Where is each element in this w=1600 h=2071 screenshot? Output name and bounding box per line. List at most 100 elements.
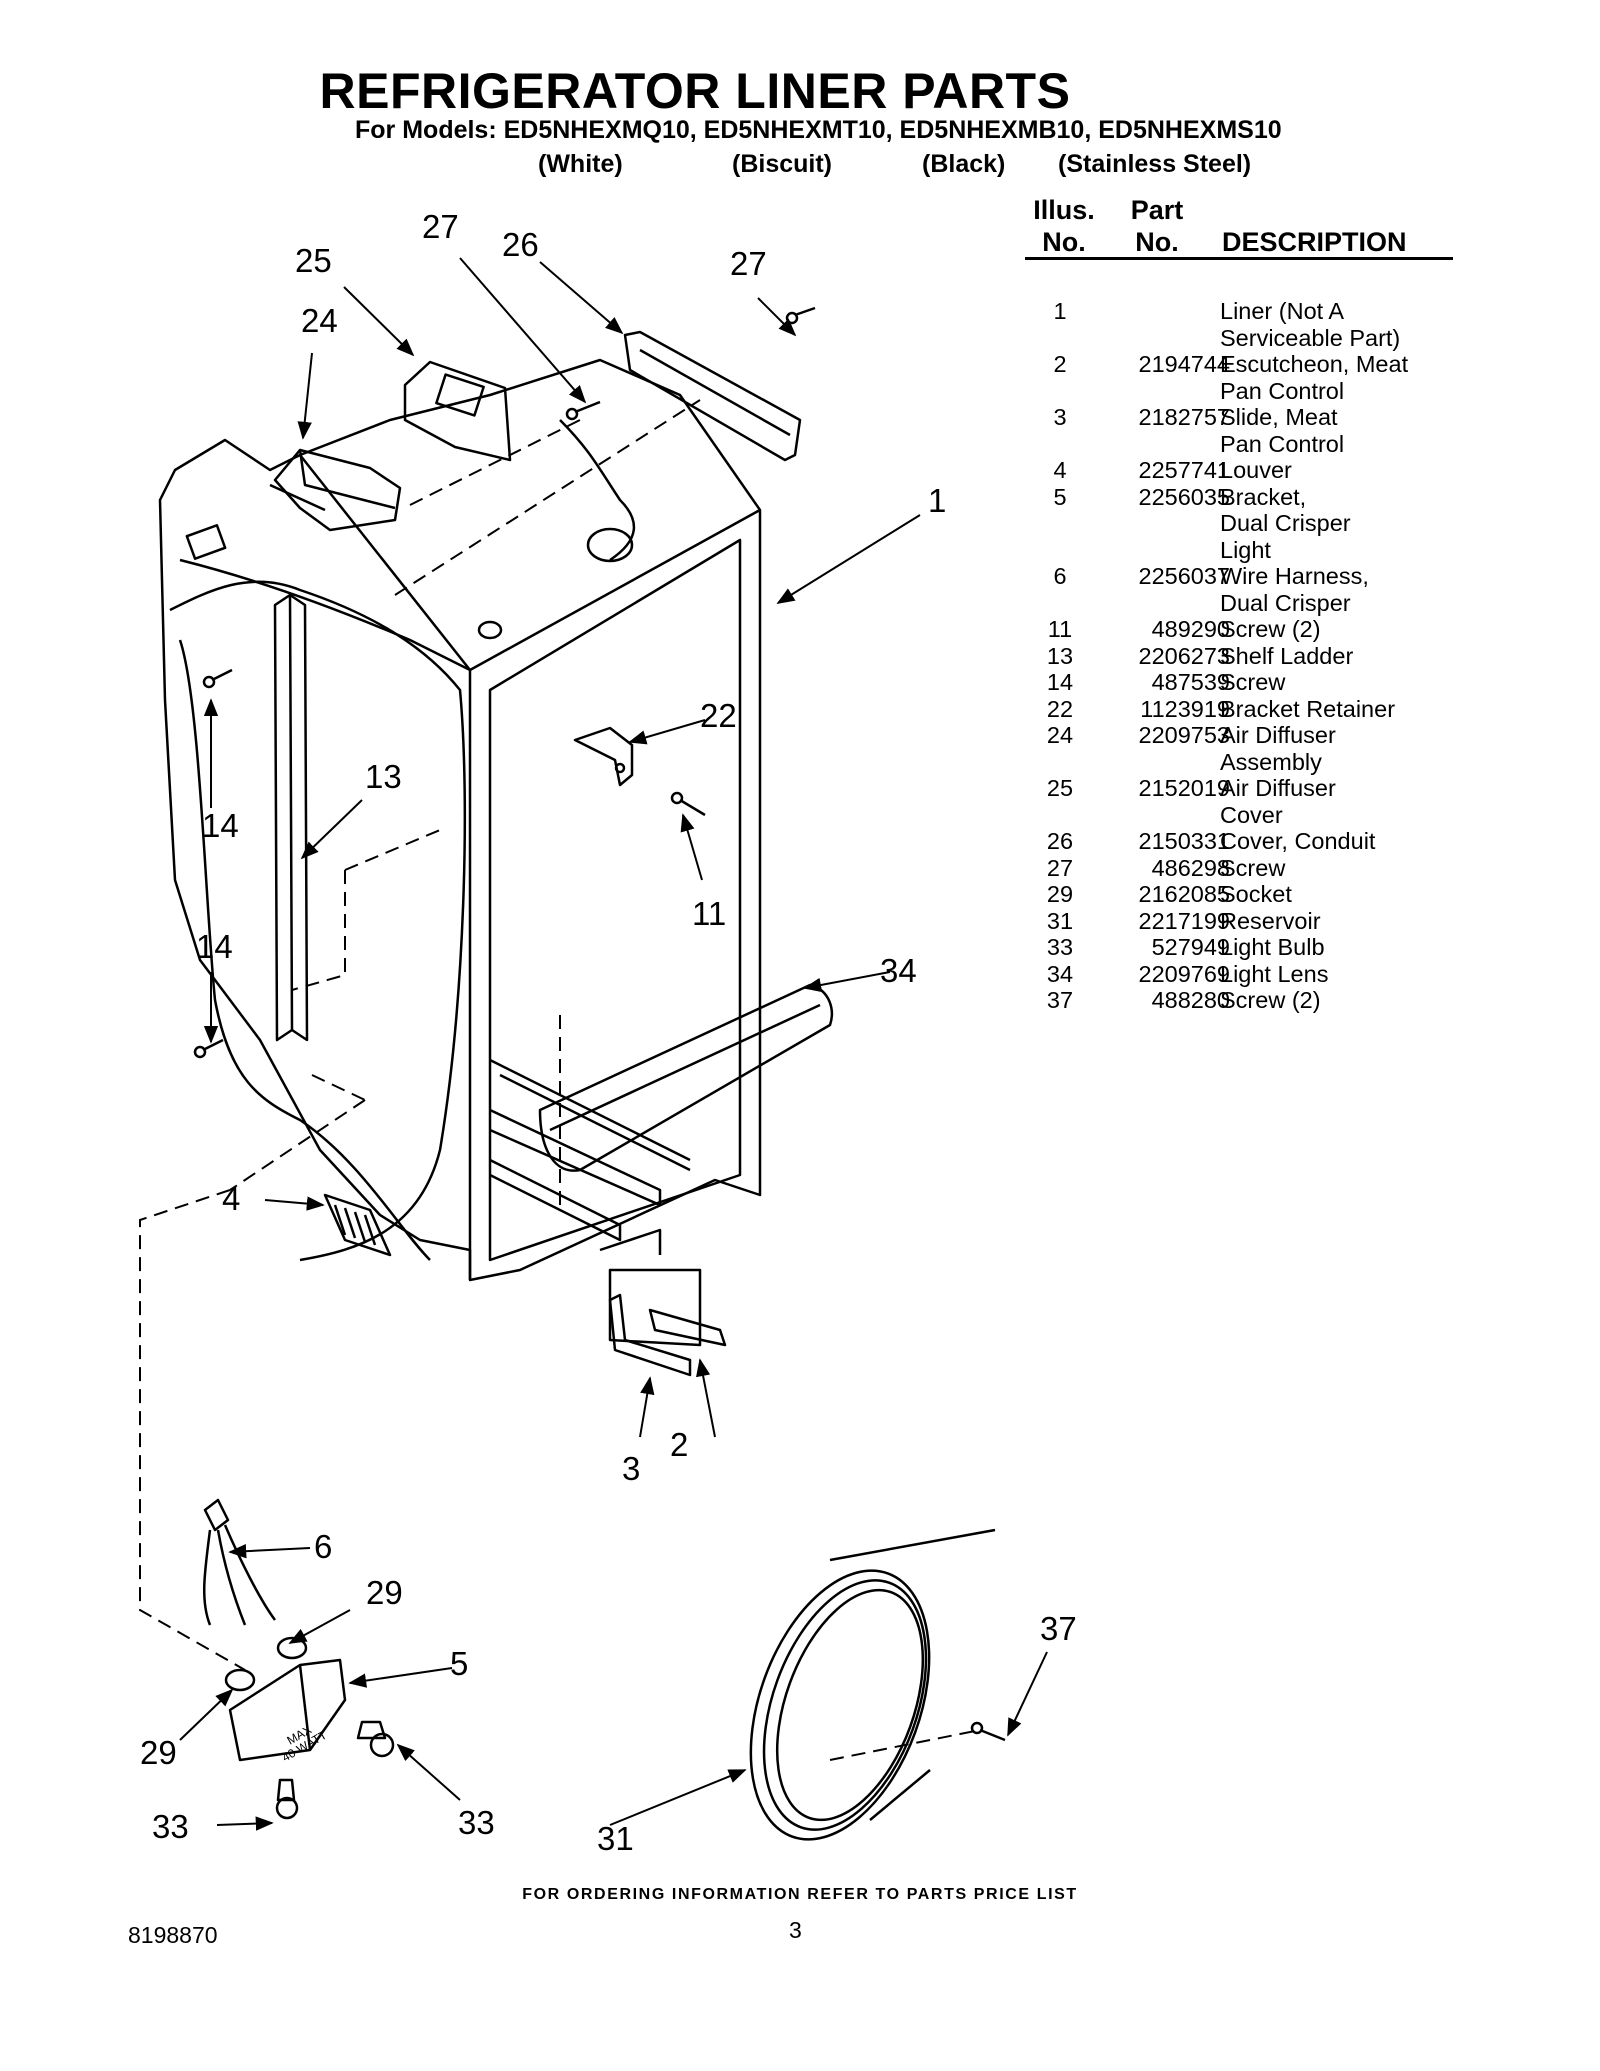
part-number: 2194744 bbox=[1138, 351, 1231, 377]
illus-number: 2 bbox=[1053, 351, 1067, 377]
illus-number: 22 bbox=[1046, 695, 1074, 722]
part-number: 2209769 bbox=[1138, 960, 1231, 987]
callout-13: 13 bbox=[365, 758, 402, 795]
illus-number: 27 bbox=[1046, 854, 1074, 881]
part-number: 2256035 bbox=[1138, 483, 1231, 510]
part-description: Cover, Conduit bbox=[1220, 828, 1376, 854]
callout-5: 5 bbox=[450, 1645, 468, 1682]
callout-31: 31 bbox=[597, 1820, 634, 1857]
illus-header: Illus. No. bbox=[1028, 194, 1100, 258]
callout-11: 11 bbox=[692, 895, 726, 932]
part-number: 2209753 bbox=[1138, 722, 1231, 748]
callout-14a: 14 bbox=[202, 807, 239, 844]
liner-shell bbox=[158, 358, 762, 1282]
louver bbox=[323, 1193, 392, 1257]
callout-2: 2 bbox=[670, 1426, 688, 1463]
reservoir bbox=[749, 1528, 996, 1841]
callout-6: 6 bbox=[314, 1528, 332, 1565]
part-description: Shelf Ladder bbox=[1220, 642, 1354, 669]
illus-number: 34 bbox=[1046, 960, 1074, 987]
illus-number: 6 bbox=[1053, 563, 1067, 589]
callout-1: 1 bbox=[928, 482, 946, 519]
callout-labels: 1 2 3 4 5 6 11 13 14 14 22 24 25 26 27 2… bbox=[140, 208, 1077, 1857]
callout-27b: 27 bbox=[730, 245, 767, 282]
illus-number: 25 bbox=[1046, 775, 1074, 801]
part-number: 2206273 bbox=[1138, 642, 1231, 669]
illus-number: 33 bbox=[1046, 934, 1074, 960]
part-number: 486298 bbox=[1151, 854, 1230, 881]
part-number: 2256037 bbox=[1138, 563, 1231, 589]
part-number: 488280 bbox=[1151, 987, 1230, 1013]
illus-number: 5 bbox=[1053, 483, 1067, 510]
part-description: Air Diffuser Cover bbox=[1220, 775, 1336, 828]
callout-27a: 27 bbox=[422, 208, 459, 245]
part-description: Screw (2) bbox=[1220, 616, 1321, 642]
part-description: Louver bbox=[1220, 457, 1292, 483]
screws bbox=[193, 306, 1006, 1742]
illus-number: 4 bbox=[1053, 457, 1067, 483]
callout-34: 34 bbox=[880, 952, 917, 989]
illus-number: 24 bbox=[1046, 722, 1074, 748]
meat-pan-escutcheon bbox=[648, 1308, 727, 1347]
bracket-retainer bbox=[573, 726, 634, 787]
callout-14b: 14 bbox=[196, 928, 233, 965]
part-description: Socket bbox=[1220, 881, 1292, 907]
crisper-rails bbox=[489, 1058, 702, 1347]
part-number: 489290 bbox=[1151, 616, 1230, 642]
callout-22: 22 bbox=[700, 697, 737, 734]
illus-number: 37 bbox=[1046, 987, 1074, 1013]
light-bulb bbox=[275, 1720, 395, 1820]
part-description: Screw bbox=[1220, 854, 1286, 881]
ordering-note: FOR ORDERING INFORMATION REFER TO PARTS … bbox=[522, 1886, 1078, 1903]
part-description: Screw bbox=[1220, 669, 1286, 695]
part-description: Light Lens bbox=[1220, 960, 1329, 987]
air-diffuser-cover bbox=[403, 360, 512, 462]
part-description: Bracket, Dual Crisper Light bbox=[1220, 483, 1351, 563]
callout-33b: 33 bbox=[458, 1804, 495, 1841]
shelf-ladder bbox=[273, 593, 309, 1042]
illus-number: 14 bbox=[1046, 669, 1074, 695]
meat-pan-slide bbox=[608, 1293, 692, 1377]
part-number: 487539 bbox=[1151, 669, 1230, 695]
callout-4: 4 bbox=[222, 1180, 240, 1217]
part-number: 2217199 bbox=[1138, 907, 1231, 934]
part-number: 2162085 bbox=[1138, 881, 1231, 907]
part-description: Liner (Not A Serviceable Part) bbox=[1220, 298, 1401, 351]
callout-26: 26 bbox=[502, 226, 539, 263]
part-header: Part No. bbox=[1118, 194, 1196, 258]
callout-24: 24 bbox=[301, 302, 338, 339]
illus-number: 26 bbox=[1046, 828, 1074, 854]
part-description: Screw (2) bbox=[1220, 987, 1321, 1013]
callout-29a: 29 bbox=[366, 1574, 403, 1611]
callout-33a: 33 bbox=[152, 1808, 189, 1845]
crisper-light-bracket bbox=[228, 1658, 347, 1762]
models-line: For Models: ED5NHEXMQ10, ED5NHEXMT10, ED… bbox=[355, 116, 1282, 144]
part-description: Light Bulb bbox=[1220, 934, 1325, 960]
page-number: 3 bbox=[789, 1917, 802, 1943]
table-header-rule bbox=[1025, 257, 1453, 260]
doc-number: 8198870 bbox=[128, 1922, 218, 1948]
part-number: 2150331 bbox=[1138, 828, 1231, 854]
description-header: DESCRIPTION bbox=[1222, 227, 1407, 257]
guide-lines bbox=[139, 399, 981, 1761]
socket bbox=[224, 1636, 308, 1692]
air-diffuser-assembly bbox=[269, 448, 402, 532]
color-white: (White) bbox=[538, 150, 623, 178]
color-black: (Black) bbox=[922, 150, 1006, 178]
page-title: REFRIGERATOR LINER PARTS bbox=[319, 63, 1071, 119]
callout-3: 3 bbox=[622, 1450, 640, 1487]
callout-37: 37 bbox=[1040, 1610, 1077, 1647]
illus-number: 11 bbox=[1047, 616, 1073, 642]
